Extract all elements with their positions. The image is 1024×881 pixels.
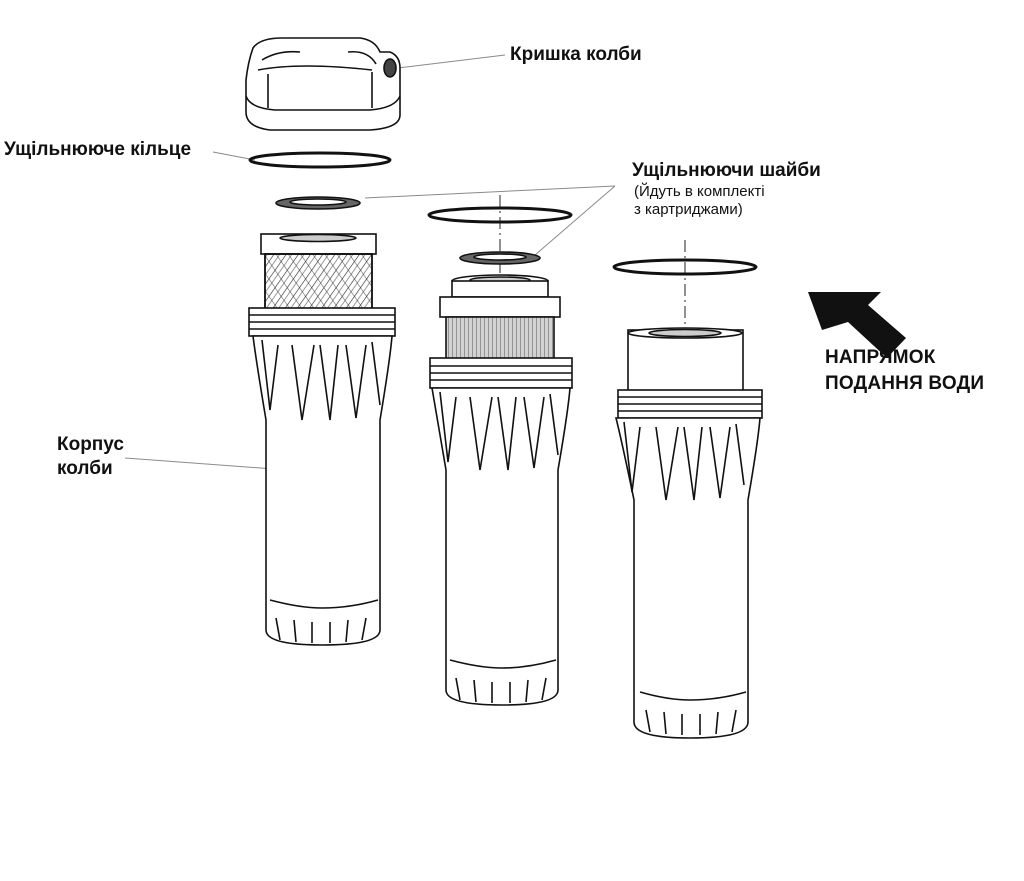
flow-label-line2: ПОДАННЯ ВОДИ [825,373,985,394]
washers-note-line1: (Йдуть в комплекті [634,183,765,200]
center-axes [499,195,686,395]
sealing-washers [275,196,541,265]
arrow-up-left-icon [808,292,906,358]
washers-label: Ущільнюючи шайби [632,160,821,181]
leader-lines [124,54,616,471]
o-rings [248,151,758,276]
flow-label-line1: НАПРЯМОК [825,347,936,368]
middle-filter-bowl [429,274,573,706]
body-label-line1: Корпус [57,434,124,455]
body-label-line2: колби [57,458,113,479]
right-filter-bowl [614,327,763,739]
o-ring-label: Ущільнююче кільце [4,139,192,160]
filter-cap [245,37,401,131]
left-filter-bowl [248,233,396,646]
washers-note-line2: з картриджами) [634,201,743,218]
cap-label: Кришка колби [510,44,642,65]
